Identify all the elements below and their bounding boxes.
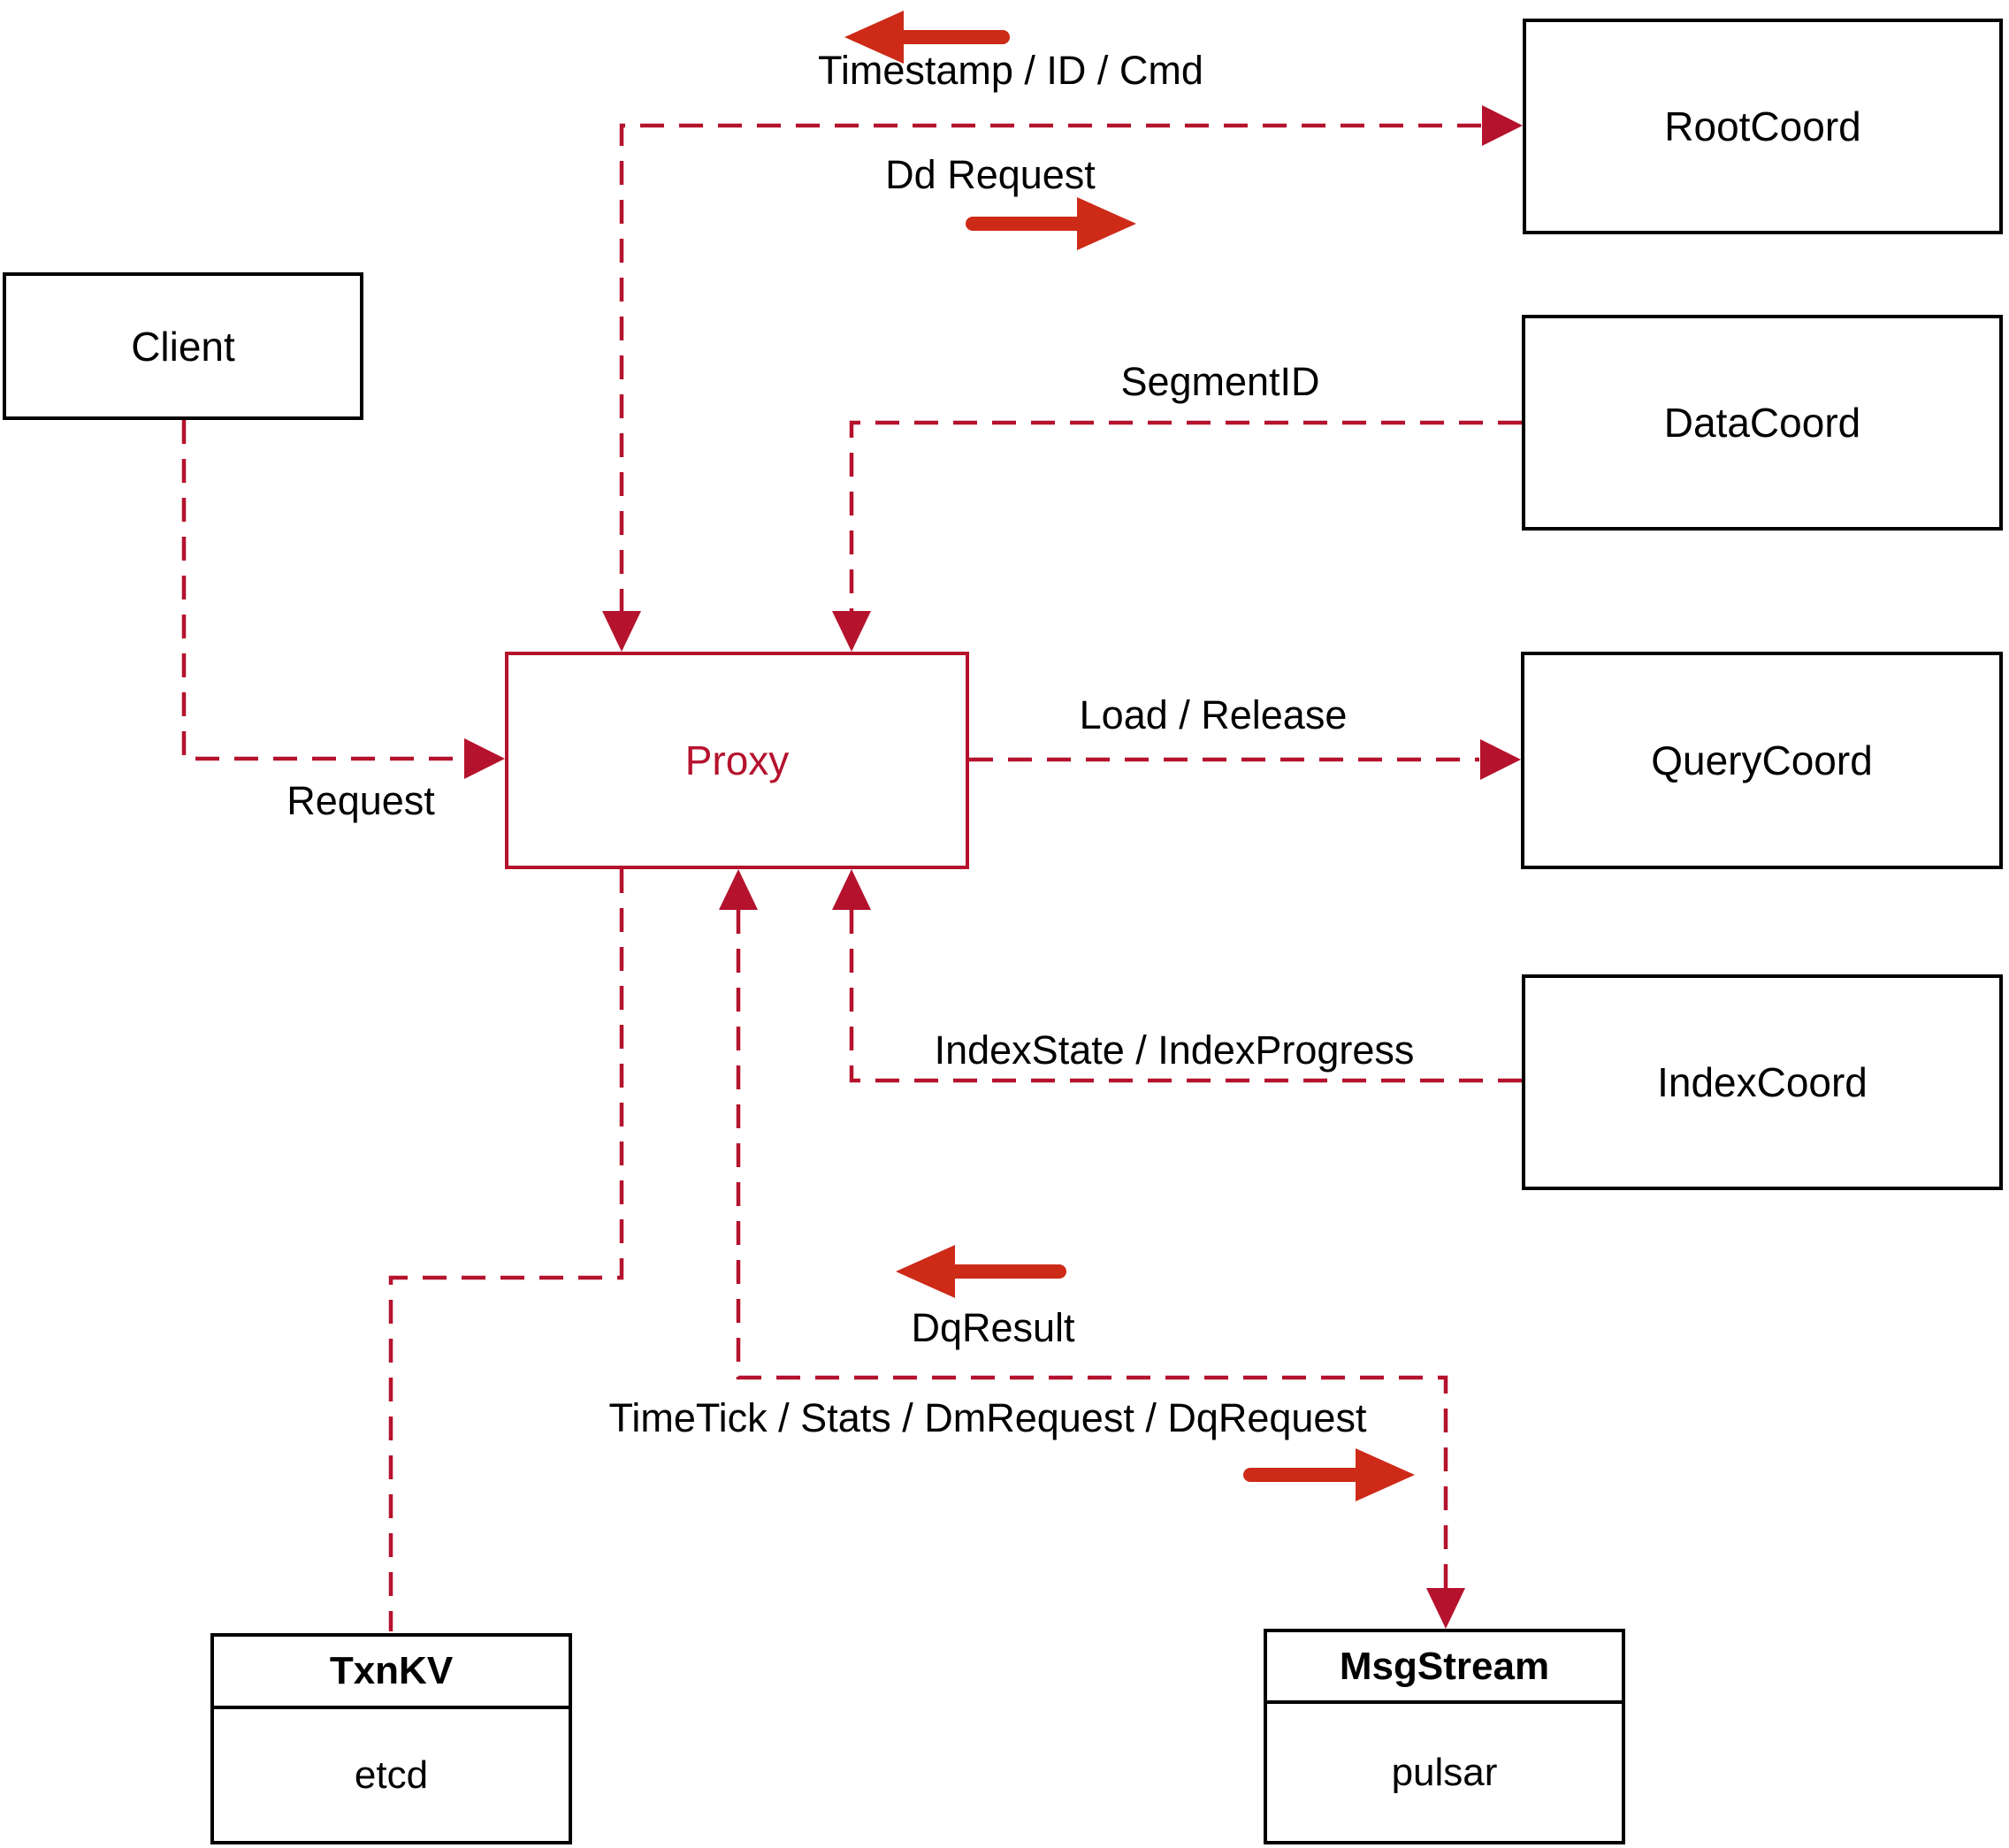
msgstream-title: MsgStream [1267, 1632, 1622, 1704]
direction-arrow-timetick-head [1356, 1448, 1415, 1501]
client-label: Client [131, 323, 235, 370]
direction-arrow-dqresult-head [896, 1245, 955, 1298]
edge-client-proxy [181, 420, 464, 761]
msgstream-node: MsgStream pulsar [1264, 1629, 1625, 1844]
edge-label-dq-result: DqResult [911, 1305, 1075, 1350]
arrowhead-into-querycoord [1480, 739, 1521, 780]
rootcoord-label: RootCoord [1664, 103, 1861, 149]
direction-arrow-left-top-head [844, 11, 904, 64]
edge-label-timestamp-id-cmd: Timestamp / ID / Cmd [818, 48, 1203, 93]
datacoord-label: DataCoord [1663, 400, 1861, 446]
edge-label-segment-id: SegmentID [1120, 359, 1320, 404]
proxy-label: Proxy [684, 737, 790, 783]
edge-label-dd-request: Dd Request [885, 152, 1096, 197]
arrowhead-datacoord-into-proxy [832, 611, 871, 652]
msgstream-subtitle: pulsar [1391, 1750, 1498, 1794]
edge-proxy-msgstream [736, 910, 1448, 1588]
datacoord-node: DataCoord [1522, 315, 2003, 531]
client-node: Client [3, 272, 363, 420]
edge-proxy-txnkv [388, 869, 624, 1631]
querycoord-node: QueryCoord [1521, 652, 2003, 869]
indexcoord-node: IndexCoord [1522, 974, 2003, 1190]
indexcoord-label: IndexCoord [1657, 1059, 1868, 1105]
proxy-node: Proxy [505, 652, 969, 869]
rootcoord-node: RootCoord [1523, 19, 2003, 234]
arrowhead-msgstream-into-proxy [719, 869, 758, 910]
direction-arrow-dd-request-head [1077, 197, 1136, 250]
edge-label-timetick-stats: TimeTick / Stats / DmRequest / DqRequest [608, 1395, 1367, 1440]
edge-proxy-rootcoord [619, 123, 1481, 613]
querycoord-label: QueryCoord [1651, 737, 1873, 783]
arrowhead-indexcoord-into-proxy [832, 869, 871, 910]
edge-label-request: Request [286, 778, 435, 823]
txnkv-node: TxnKV etcd [210, 1633, 572, 1844]
txnkv-title: TxnKV [214, 1637, 569, 1709]
txnkv-subtitle: etcd [354, 1753, 429, 1797]
edge-label-load-release: Load / Release [1079, 692, 1348, 737]
edge-label-index-state-progress: IndexState / IndexProgress [934, 1027, 1415, 1073]
edge-datacoord-proxy [849, 420, 1522, 611]
edge-indexcoord-proxy [849, 910, 1522, 1083]
arrowhead-rootcoord-into-proxy [602, 611, 641, 652]
arrowhead-request-into-proxy [464, 738, 505, 779]
arrowhead-into-msgstream [1426, 1588, 1465, 1629]
arrowhead-into-rootcoord [1482, 105, 1523, 146]
